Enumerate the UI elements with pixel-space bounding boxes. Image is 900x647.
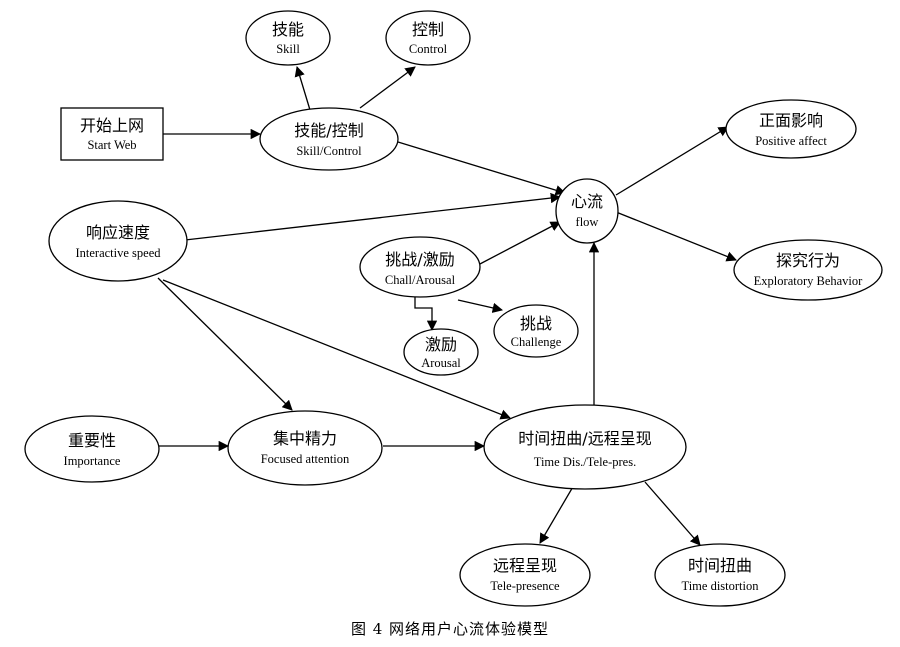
- node-control: [385, 10, 471, 66]
- telepresence-cn-label: 远程呈现: [493, 556, 557, 575]
- node-flow: [555, 178, 619, 244]
- edge-skillcontrol-control: [359, 66, 416, 109]
- time-dist-cn-label: 时间扭曲: [688, 556, 752, 575]
- edge-skillcontrol-skill: [294, 66, 311, 111]
- skill-cn-label: 技能: [272, 20, 304, 39]
- node-telepresence: [459, 543, 591, 607]
- interactive-en-label: Interactive speed: [75, 246, 161, 260]
- arousal-cn-label: 激励: [425, 335, 457, 354]
- telepresence-en-label: Tele-presence: [490, 579, 560, 593]
- figure-caption: 图 4 网络用户心流体验模型: [351, 620, 549, 638]
- start-web-cn-label: 开始上网: [80, 116, 144, 135]
- edges: [157, 66, 737, 546]
- exploratory-cn-label: 探究行为: [776, 251, 840, 270]
- edge-interactive-flow: [184, 192, 562, 241]
- node-time-tele: [483, 404, 687, 490]
- node-time-dist: [654, 543, 786, 607]
- edge-interactive-focused: [157, 277, 293, 411]
- edge-timetele-timedist: [644, 481, 701, 546]
- focused-cn-label: 集中精力: [273, 429, 337, 448]
- chall-arousal-cn-label: 挑战/激励: [385, 250, 454, 269]
- challenge-cn-label: 挑战: [520, 314, 552, 333]
- edge-flow-positive: [615, 126, 729, 196]
- time-dist-en-label: Time distortion: [682, 579, 760, 593]
- edge-timetele-telepresence: [539, 484, 575, 544]
- edge-challarousal-flow: [477, 221, 561, 266]
- skill-control-cn-label: 技能/控制: [294, 121, 363, 140]
- arousal-en-label: Arousal: [421, 356, 461, 370]
- skill-control-en-label: Skill/Control: [296, 144, 362, 158]
- control-en-label: Control: [409, 42, 448, 56]
- node-challenge: [493, 304, 579, 358]
- chall-arousal-en-label: Chall/Arousal: [385, 273, 456, 287]
- skill-en-label: Skill: [276, 42, 300, 56]
- edge-challarousal-challenge: [457, 299, 504, 313]
- node-start-web: [60, 107, 164, 161]
- challenge-en-label: Challenge: [511, 335, 562, 349]
- node-chall-arousal: [359, 236, 481, 298]
- start-web-en-label: Start Web: [87, 138, 136, 152]
- interactive-cn-label: 响应速度: [86, 223, 150, 242]
- focused-en-label: Focused attention: [261, 452, 350, 466]
- edge-skillcontrol-flow: [397, 141, 566, 196]
- importance-en-label: Importance: [64, 454, 121, 468]
- importance-cn-label: 重要性: [68, 431, 116, 450]
- control-cn-label: 控制: [412, 20, 444, 39]
- positive-en-label: Positive affect: [755, 134, 827, 148]
- edge-challarousal-arousal: [414, 295, 438, 332]
- node-focused: [227, 410, 383, 486]
- exploratory-en-label: Exploratory Behavior: [754, 274, 863, 288]
- node-interactive: [48, 200, 188, 282]
- node-importance: [24, 415, 160, 483]
- node-skill: [245, 10, 331, 66]
- edge-interactive-timetele: [162, 279, 511, 420]
- positive-cn-label: 正面影响: [759, 111, 823, 130]
- node-positive: [725, 99, 857, 159]
- time-tele-cn-label: 时间扭曲/远程呈现: [518, 429, 651, 448]
- node-skill-control: [259, 107, 399, 171]
- flow-en-label: flow: [576, 215, 599, 229]
- time-tele-en-label: Time Dis./Tele-pres.: [534, 455, 636, 469]
- edge-flow-exploratory: [615, 211, 737, 262]
- flow-cn-label: 心流: [571, 192, 603, 211]
- node-arousal: [403, 328, 479, 376]
- node-exploratory: [733, 239, 883, 301]
